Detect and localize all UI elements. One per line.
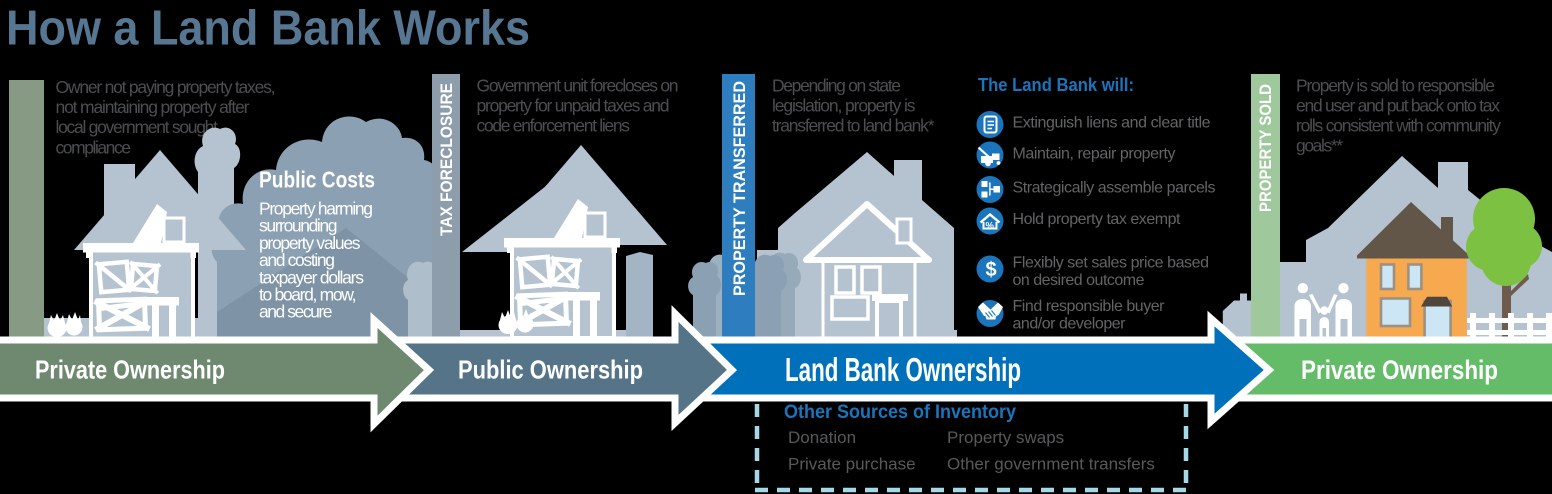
svg-text:property for unpaid taxes and: property for unpaid taxes and xyxy=(477,95,670,115)
svg-text:goals**: goals** xyxy=(1296,136,1343,156)
svg-text:Property is sold to responsibl: Property is sold to responsible xyxy=(1296,75,1495,95)
svg-text:Government unit forecloses on: Government unit forecloses on xyxy=(477,75,679,95)
svg-text:Land Bank Ownership: Land Bank Ownership xyxy=(785,352,1021,389)
svg-text:%: % xyxy=(986,221,995,232)
svg-text:to board, mow,: to board, mow, xyxy=(259,285,357,305)
svg-text:Maintain, repair property: Maintain, repair property xyxy=(1013,146,1176,163)
svg-text:Extinguish liens and clear tit: Extinguish liens and clear title xyxy=(1013,115,1211,132)
svg-text:Private purchase: Private purchase xyxy=(788,455,916,474)
svg-text:How a Land Bank Works: How a Land Bank Works xyxy=(6,2,530,56)
svg-text:not maintaining property after: not maintaining property after xyxy=(56,97,250,117)
svg-text:transferred to land bank*: transferred to land bank* xyxy=(772,116,935,136)
svg-text:Donation: Donation xyxy=(788,428,856,447)
svg-text:Private Ownership: Private Ownership xyxy=(1301,355,1498,385)
svg-text:PROPERTY TRANSFERRED: PROPERTY TRANSFERRED xyxy=(731,81,749,296)
svg-text:rolls consistent with communit: rolls consistent with community xyxy=(1296,116,1501,136)
svg-text:Other government transfers: Other government transfers xyxy=(947,455,1155,474)
svg-text:Strategically assemble parcels: Strategically assemble parcels xyxy=(1013,180,1216,197)
svg-text:Private Ownership: Private Ownership xyxy=(35,355,225,385)
svg-text:TAX FORECLOSURE: TAX FORECLOSURE xyxy=(438,83,456,236)
svg-text:on desired outcome: on desired outcome xyxy=(1013,272,1145,289)
svg-text:Flexibly set sales price based: Flexibly set sales price based xyxy=(1013,255,1210,272)
svg-text:PROPERTY SOLD: PROPERTY SOLD xyxy=(1257,84,1275,212)
svg-text:and secure: and secure xyxy=(259,302,333,322)
svg-text:code enforcement liens: code enforcement liens xyxy=(477,116,631,136)
svg-text:Owner not paying property taxe: Owner not paying property taxes, xyxy=(56,77,276,97)
svg-text:local government sought: local government sought xyxy=(56,117,219,137)
svg-text:Find responsible buyer: Find responsible buyer xyxy=(1013,298,1166,315)
svg-text:Property swaps: Property swaps xyxy=(947,428,1064,447)
svg-text:compliance: compliance xyxy=(56,137,132,157)
svg-text:property values: property values xyxy=(259,233,361,253)
svg-text:Public Costs: Public Costs xyxy=(259,167,375,193)
svg-text:Depending on state: Depending on state xyxy=(772,75,901,95)
svg-text:Public Ownership: Public Ownership xyxy=(458,355,643,385)
svg-text:taxpayer dollars: taxpayer dollars xyxy=(259,267,364,287)
svg-text:Property harming: Property harming xyxy=(259,199,373,219)
svg-text:The Land Bank will:: The Land Bank will: xyxy=(978,75,1134,95)
svg-text:and costing: and costing xyxy=(259,250,335,270)
svg-text:surrounding: surrounding xyxy=(259,216,338,236)
svg-text:Hold property tax exempt: Hold property tax exempt xyxy=(1013,211,1182,228)
svg-text:and/or developer: and/or developer xyxy=(1013,316,1127,333)
svg-text:legislation, property is: legislation, property is xyxy=(772,95,916,115)
svg-text:$: $ xyxy=(986,259,997,281)
svg-text:Other Sources of Inventory: Other Sources of Inventory xyxy=(784,401,1016,423)
svg-text:end user and put back onto tax: end user and put back onto tax xyxy=(1296,95,1500,115)
